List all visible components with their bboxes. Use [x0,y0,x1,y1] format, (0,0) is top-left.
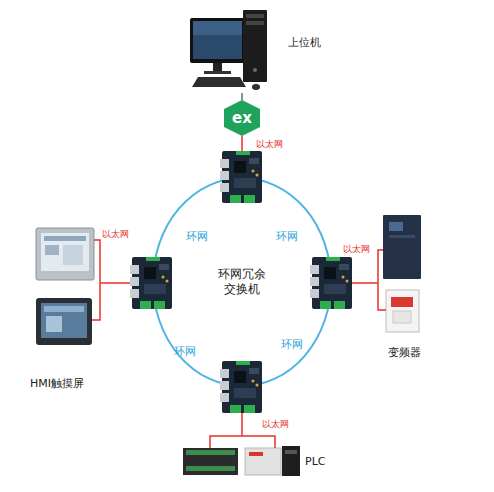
ex-hexagon: ex [224,100,260,136]
plc-group: PLC [180,436,325,478]
plc-illustration [183,446,300,476]
node-label: 环网冗余 交换机 [215,267,269,297]
switch-board [220,361,262,413]
hmi-illustration [36,228,94,345]
ring-label: 环网 [186,230,208,243]
ring-label: 环网 [276,230,298,243]
ethernet-wire [92,240,386,448]
switch-board [310,257,352,309]
node-label: PLC [305,455,325,469]
node-label: HMI触摸屏 [30,377,84,391]
host-computer: 上位机 [185,8,335,93]
switch-board [130,257,172,309]
inverter-group: 变频器 [378,212,430,372]
edge-label: 以太网 [262,419,289,430]
node-label: ex [232,110,252,126]
inverter-illustration [383,215,421,332]
ring-label: 环网 [281,338,303,351]
edge-label: 以太网 [343,244,370,255]
switch-board [220,151,262,203]
edge-label: 以太网 [102,229,129,240]
computer-illustration [190,10,267,90]
ring-label: 环网 [174,345,196,358]
hexagon-shape [224,100,260,136]
hmi-group: HMI触摸屏 [28,225,100,393]
ethernet-cable [241,93,243,100]
edge-label: 以太网 [256,139,283,150]
node-label: 变频器 [388,346,421,360]
ring-shape [153,178,331,386]
node-label: 上位机 [288,36,321,50]
